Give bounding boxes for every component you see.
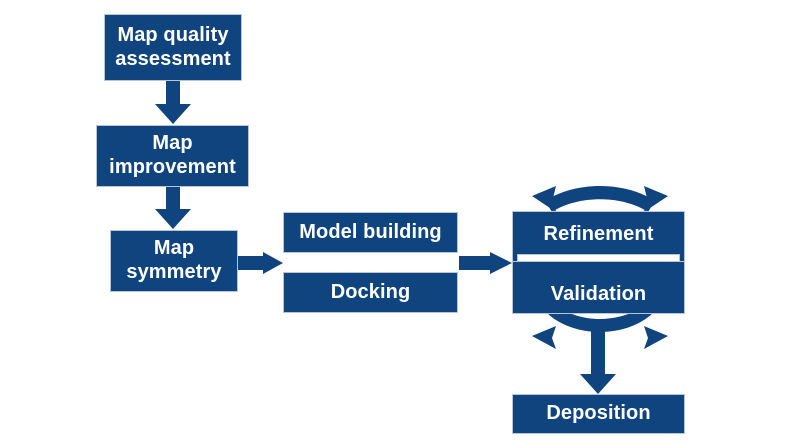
node-label: Docking: [330, 280, 411, 303]
node-label: Refinement: [543, 223, 654, 246]
node-model-building[interactable]: Model building: [283, 212, 458, 253]
arrow-quality-to-improvement: [155, 80, 191, 124]
node-docking[interactable]: Docking: [283, 272, 458, 313]
arrow-cycle-to-deposition: [580, 330, 616, 394]
node-label: Model building: [299, 220, 442, 243]
arrow-improvement-to-symmetry: [155, 186, 191, 229]
arrow-symmetry-to-build: [238, 252, 283, 274]
node-label: Validation: [550, 282, 647, 305]
node-validation[interactable]: Validation: [512, 261, 685, 314]
node-label: Deposition: [546, 402, 651, 425]
arrow-build-to-refinement: [459, 252, 512, 274]
node-deposition[interactable]: Deposition: [512, 394, 685, 434]
arc-refinement-validation-top: [532, 186, 668, 212]
